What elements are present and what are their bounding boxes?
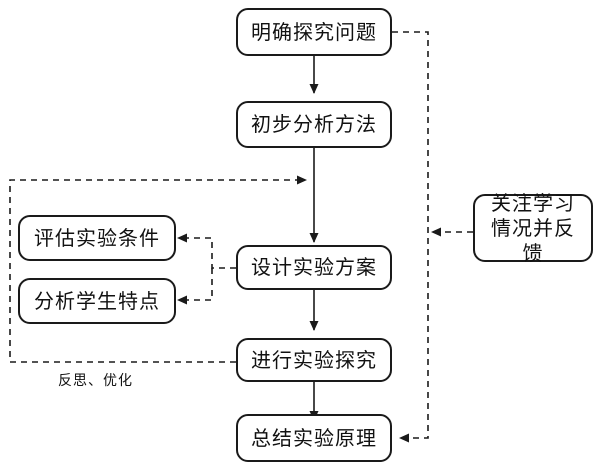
node-preliminary-analysis: 初步分析方法 (236, 101, 392, 148)
node-analyze-students: 分析学生特点 (18, 278, 176, 324)
label-reflect-optimize: 反思、优化 (58, 373, 133, 389)
node-design-plan: 设计实验方案 (236, 245, 392, 290)
link-design-to-evaluate (177, 233, 236, 269)
feedback-rail-top (392, 31, 429, 443)
node-summarize-principle: 总结实验原理 (236, 414, 392, 462)
link-design-to-analyze (177, 268, 213, 305)
node-define-problem: 明确探究问题 (236, 8, 392, 56)
node-feedback: 关注学习情况并反馈 (473, 191, 593, 265)
reflect-loop-line (9, 175, 307, 363)
node-evaluate-conditions: 评估实验条件 (18, 215, 176, 261)
node-conduct-inquiry: 进行实验探究 (236, 338, 392, 382)
